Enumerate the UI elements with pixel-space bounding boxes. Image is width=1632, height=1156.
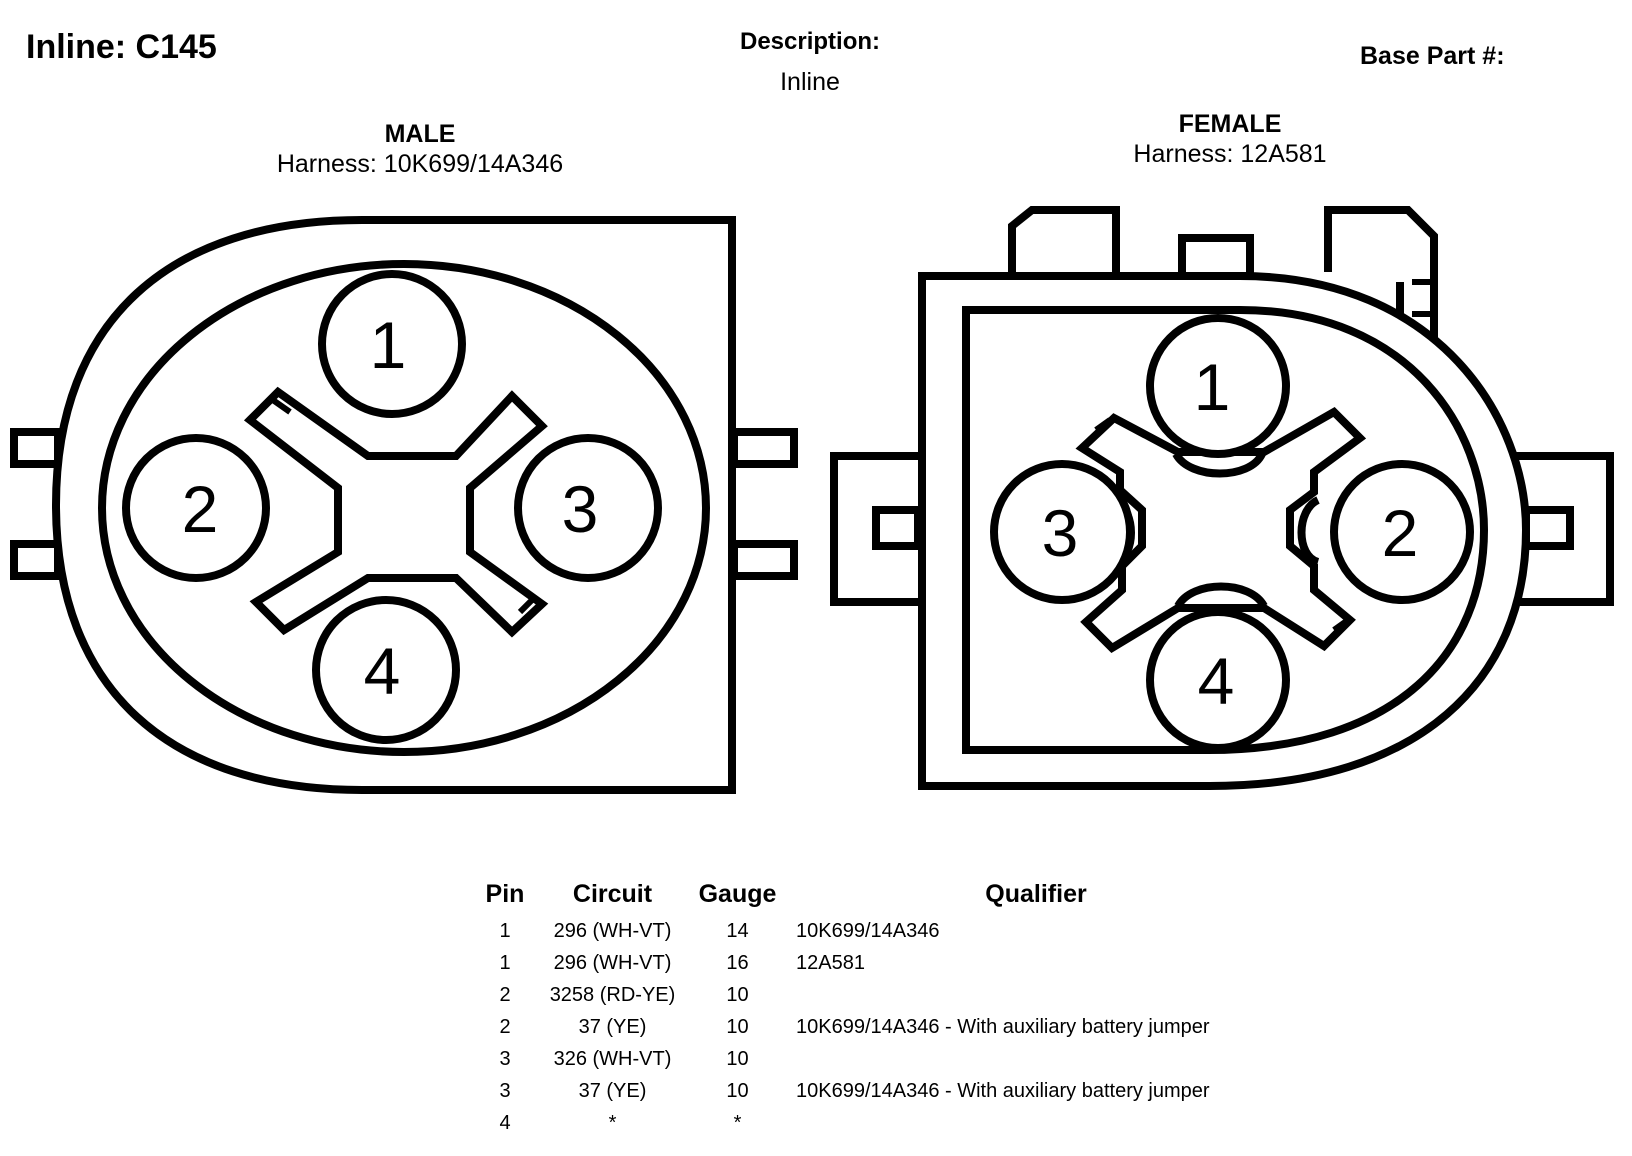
male-outer-housing	[51, 216, 736, 794]
base-part-label: Base Part #:	[1360, 42, 1505, 70]
male-pin-4-label: 4	[364, 634, 401, 708]
row-circuit: 296 (WH-VT)	[553, 919, 672, 942]
female-pin-4-label: 4	[1198, 644, 1235, 718]
male-left-tab-upper	[10, 428, 62, 468]
table-row: 3 326 (WH-VT) 10	[470, 1043, 1356, 1075]
male-pin-1-label: 1	[370, 308, 407, 382]
female-outer-housing	[918, 272, 1531, 790]
female-view-title: FEMALE	[1178, 110, 1282, 138]
row-gauge: 14	[726, 919, 749, 942]
row-qualifier	[790, 1043, 1356, 1075]
header-pin: Pin	[485, 880, 525, 908]
female-inner-face	[962, 306, 1489, 754]
row-pin: 1	[499, 951, 511, 974]
row-pin: 4	[499, 1111, 511, 1134]
male-x-key	[243, 386, 549, 638]
row-pin: 2	[499, 983, 511, 1006]
header-qualifier: Qualifier	[985, 880, 1087, 908]
row-qualifier: 10K699/14A346 - With auxiliary battery j…	[796, 1015, 1210, 1038]
male-pin-3-circle	[514, 434, 662, 582]
male-pin-2-label: 2	[182, 472, 219, 546]
table-row: 1 296 (WH-VT) 16 12A581	[470, 947, 1356, 979]
female-right-bracket	[1510, 452, 1614, 606]
description-label: Description:	[739, 28, 880, 55]
female-connector: 1 2 3 4	[830, 206, 1614, 790]
female-pin-3-label: 3	[1042, 496, 1079, 570]
row-gauge: *	[733, 1111, 742, 1134]
row-circuit: 37 (YE)	[578, 1015, 647, 1038]
connector-diagram: 1 2 3 4 1 2 3	[10, 206, 1614, 794]
female-top-latch-center	[1178, 234, 1254, 280]
pin-table: Pin Circuit Gauge Qualifier 1 296 (WH-VT…	[470, 880, 1356, 1139]
row-pin: 3	[499, 1079, 511, 1102]
female-pin-4-circle	[1146, 608, 1290, 752]
male-right-tab-upper	[730, 428, 798, 468]
row-circuit: 296 (WH-VT)	[553, 951, 672, 974]
male-connector: 1 2 3 4	[10, 216, 798, 794]
row-circuit: *	[608, 1111, 617, 1134]
row-gauge: 10	[726, 983, 749, 1006]
description-value: Inline	[780, 68, 840, 96]
female-star-key	[1075, 407, 1367, 654]
male-right-tab-lower	[730, 540, 798, 580]
row-circuit: 3258 (RD-YE)	[549, 983, 676, 1006]
row-gauge: 10	[726, 1079, 749, 1102]
row-qualifier	[790, 979, 1356, 1011]
table-row: 3 37 (YE) 10 10K699/14A346 - With auxili…	[470, 1075, 1356, 1107]
female-pin-1-circle	[1146, 314, 1290, 458]
male-harness-label: Harness: 10K699/14A346	[276, 150, 564, 178]
header-gauge: Gauge	[698, 880, 777, 908]
male-left-tab-lower	[10, 540, 62, 580]
male-pin-3-label: 3	[562, 472, 599, 546]
connector-title: Inline: C145	[26, 28, 217, 66]
male-pin-1-circle	[318, 270, 466, 418]
female-harness-label: Harness: 12A581	[1133, 140, 1327, 168]
female-pin-2-circle	[1330, 460, 1474, 604]
row-qualifier: 12A581	[796, 951, 865, 974]
female-top-latch-left	[1008, 206, 1120, 272]
row-gauge: 16	[726, 951, 749, 974]
female-pin-2-notch	[1297, 496, 1321, 566]
row-gauge: 10	[726, 1015, 749, 1038]
table-row: 2 37 (YE) 10 10K699/14A346 - With auxili…	[470, 1011, 1356, 1043]
row-qualifier: 10K699/14A346	[796, 919, 940, 942]
female-pin-2-label: 2	[1382, 496, 1419, 570]
male-pin-2-circle	[122, 434, 270, 582]
row-pin: 3	[499, 1047, 511, 1070]
female-pin-1-label: 1	[1194, 350, 1231, 424]
male-pin-4-circle	[312, 596, 460, 744]
row-qualifier: 10K699/14A346 - With auxiliary battery j…	[796, 1079, 1210, 1102]
female-pin-3-circle	[990, 460, 1134, 604]
female-pin-1-notch	[1172, 451, 1266, 478]
row-pin: 1	[499, 919, 511, 942]
row-circuit: 326 (WH-VT)	[553, 1047, 672, 1070]
row-qualifier	[790, 1107, 1356, 1139]
pin-table-header: Pin Circuit Gauge Qualifier	[470, 880, 1356, 915]
row-circuit: 37 (YE)	[578, 1079, 647, 1102]
row-pin: 2	[499, 1015, 511, 1038]
male-inner-face	[98, 260, 710, 756]
table-row: 2 3258 (RD-YE) 10	[470, 979, 1356, 1011]
table-row: 4 * *	[470, 1107, 1356, 1139]
row-gauge: 10	[726, 1047, 749, 1070]
female-pin-4-notch	[1174, 582, 1268, 609]
header-circuit: Circuit	[572, 880, 653, 908]
male-view-title: MALE	[384, 120, 456, 148]
table-row: 1 296 (WH-VT) 14 10K699/14A346	[470, 915, 1356, 947]
